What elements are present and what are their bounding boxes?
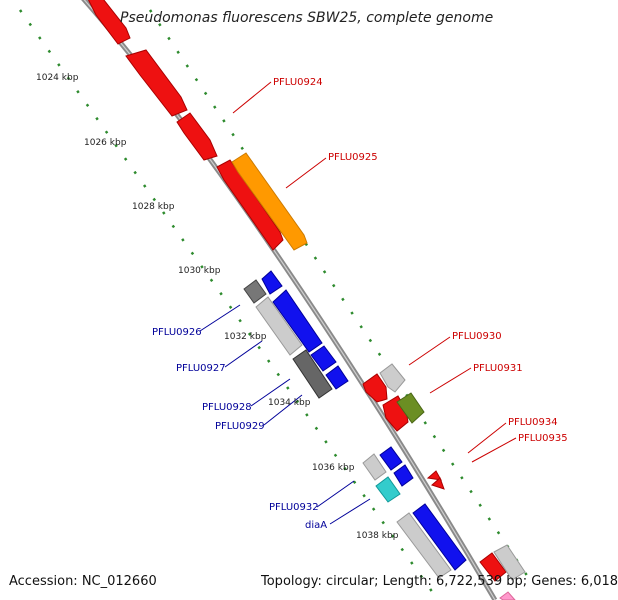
scale-label: 1026 kbp <box>84 138 127 148</box>
gene-label[interactable]: PFLU0932 <box>269 502 319 513</box>
gene-label[interactable]: PFLU0931 <box>473 363 523 374</box>
gene-label[interactable]: PFLU0930 <box>452 331 502 342</box>
gene-label[interactable]: PFLU0929 <box>215 421 265 432</box>
gene-label[interactable]: PFLU0928 <box>202 402 252 413</box>
gene-feature[interactable] <box>362 453 387 481</box>
gene-feature[interactable] <box>426 470 442 481</box>
gene-label[interactable]: diaA <box>305 520 327 531</box>
gene-feature[interactable] <box>231 152 308 251</box>
gene-feature[interactable] <box>431 477 445 490</box>
topology-text: Topology: circular; Length: 6,722,539 bp… <box>261 574 618 589</box>
gene-feature[interactable] <box>216 159 284 251</box>
gene-feature[interactable] <box>261 270 283 295</box>
accession-text: Accession: NC_012660 <box>9 574 157 589</box>
gene-feature[interactable] <box>176 112 218 161</box>
forward-features <box>86 0 526 600</box>
gene-feature[interactable] <box>255 296 303 356</box>
gene-feature[interactable] <box>479 552 507 582</box>
scale-label: 1034 kbp <box>268 398 311 408</box>
gene-feature[interactable] <box>493 544 526 581</box>
gene-feature[interactable] <box>243 279 267 304</box>
outer-tick-track <box>148 9 532 581</box>
gene-label[interactable]: PFLU0926 <box>152 327 202 338</box>
gene-feature[interactable] <box>379 446 403 471</box>
gene-label[interactable]: PFLU0935 <box>518 433 568 444</box>
scale-label: 1024 kbp <box>36 73 79 83</box>
gene-feature[interactable] <box>86 0 131 45</box>
gene-feature[interactable] <box>375 476 401 503</box>
forward-gene-labels: PFLU0924 PFLU0925 PFLU0930 PFLU0931 PFLU… <box>273 77 568 444</box>
gene-feature[interactable] <box>125 49 188 117</box>
gene-feature[interactable] <box>393 464 414 487</box>
gene-feature[interactable] <box>272 289 323 353</box>
gene-feature[interactable] <box>325 365 349 390</box>
gene-label[interactable]: PFLU0925 <box>328 152 378 163</box>
callout-lines <box>199 81 517 525</box>
gene-feature[interactable] <box>396 512 452 579</box>
scale-label: 1030 kbp <box>178 266 221 276</box>
genome-title: Pseudomonas fluorescens SBW25, complete … <box>120 10 494 26</box>
scale-label: 1038 kbp <box>356 531 399 541</box>
gene-feature[interactable] <box>362 373 388 403</box>
gene-label[interactable]: PFLU0934 <box>508 417 558 428</box>
scale-label: 1032 kbp <box>224 332 267 342</box>
gene-feature[interactable] <box>379 363 406 393</box>
scale-label: 1036 kbp <box>312 463 355 473</box>
inner-tick-track-1 <box>18 9 440 600</box>
gene-feature[interactable] <box>412 503 467 571</box>
scale-labels: 1024 kbp 1026 kbp 1028 kbp 1030 kbp 1032… <box>36 73 399 541</box>
gene-label[interactable]: PFLU0924 <box>273 77 323 88</box>
genome-map: 1024 kbp 1026 kbp 1028 kbp 1030 kbp 1032… <box>18 0 568 600</box>
reverse-features <box>243 270 467 579</box>
scale-label: 1028 kbp <box>132 202 175 212</box>
gene-feature[interactable] <box>310 345 337 372</box>
gene-feature[interactable] <box>499 591 516 600</box>
gene-feature[interactable] <box>292 349 333 399</box>
reverse-gene-labels: PFLU0926 PFLU0927 PFLU0928 PFLU0929 PFLU… <box>152 327 327 531</box>
gene-label[interactable]: PFLU0927 <box>176 363 226 374</box>
gene-feature[interactable] <box>396 392 425 424</box>
